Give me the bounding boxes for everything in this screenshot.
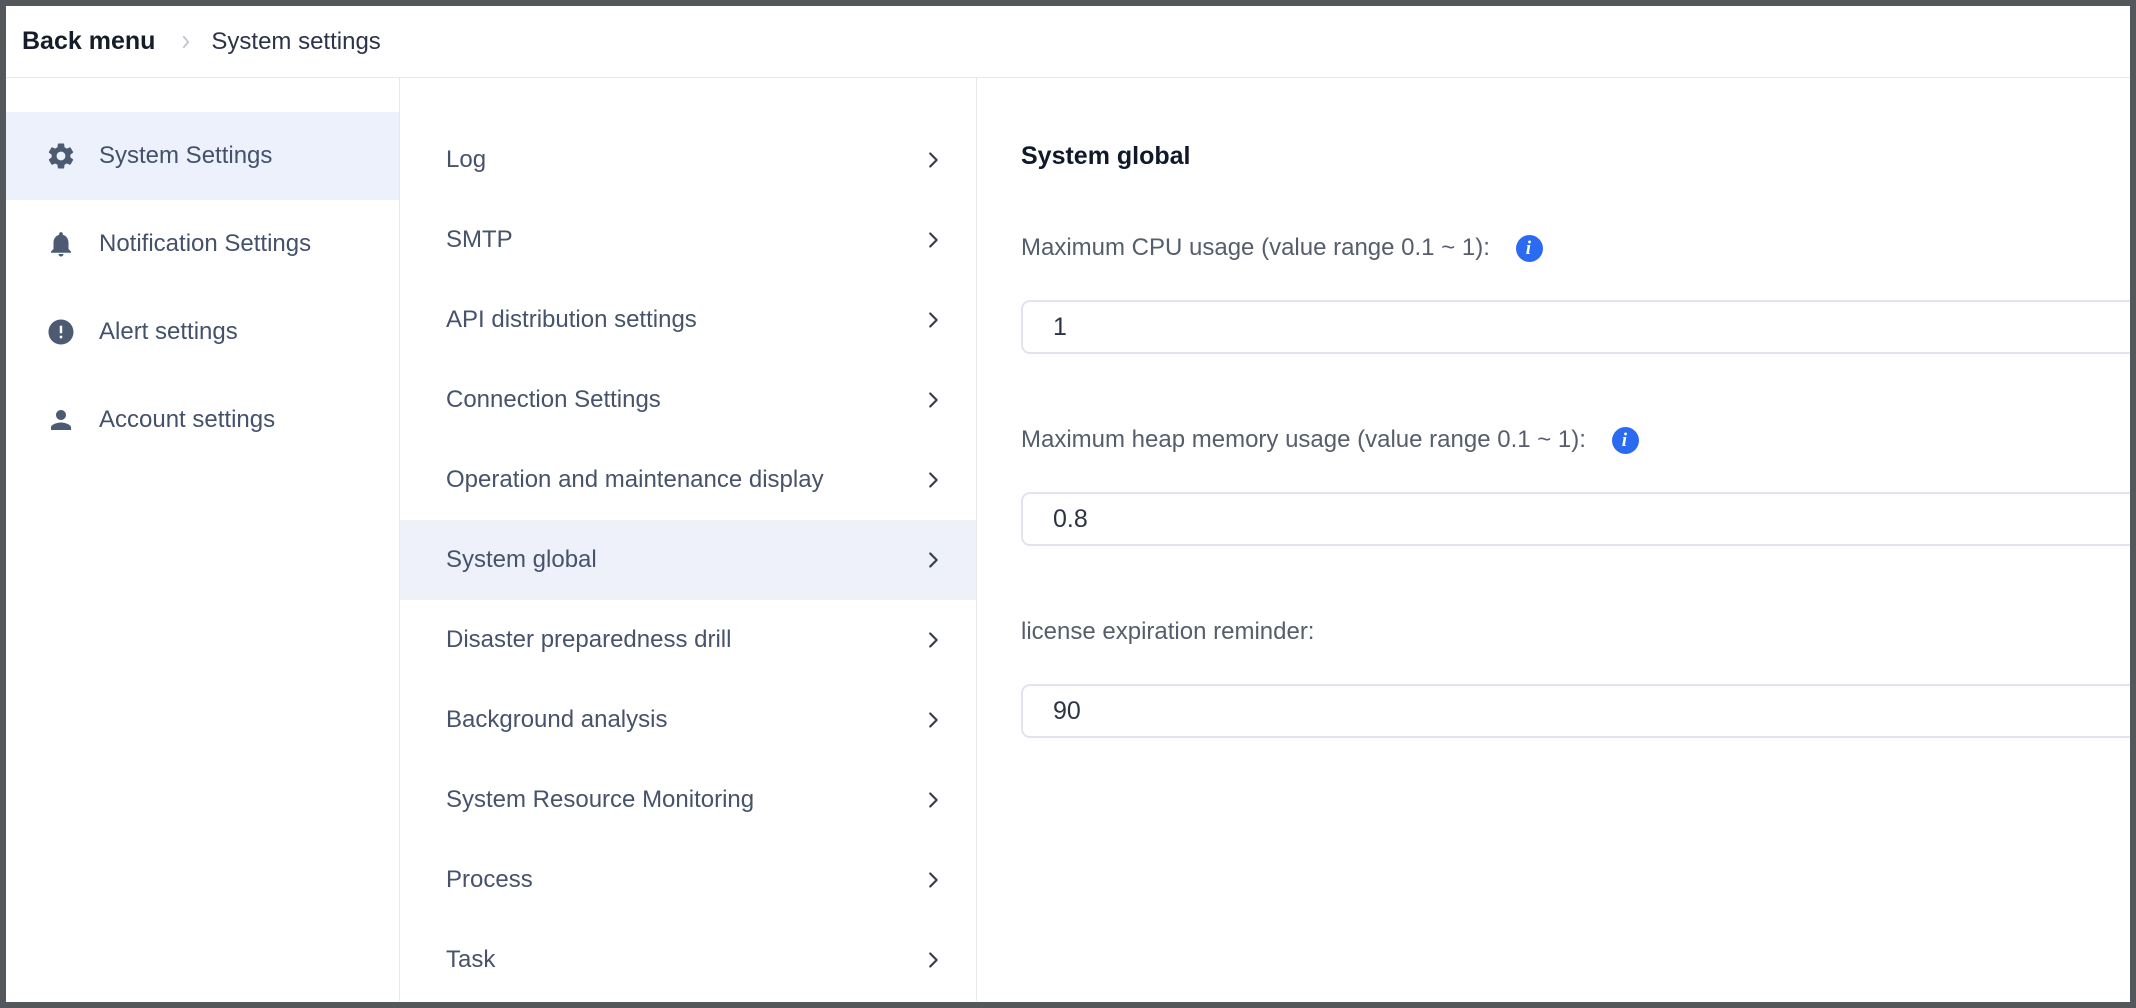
sidebar-item-account-settings[interactable]: Account settings <box>6 376 399 464</box>
submenu-item-system-resource-monitoring[interactable]: System Resource Monitoring <box>400 760 976 840</box>
chevron-right-icon <box>922 149 944 171</box>
submenu-item-connection-settings[interactable]: Connection Settings <box>400 360 976 440</box>
person-icon <box>46 405 76 435</box>
submenu-item-process[interactable]: Process <box>400 840 976 920</box>
sidebar-item-label: Alert settings <box>99 318 238 345</box>
chevron-right-icon <box>922 309 944 331</box>
submenu-item-label: System Resource Monitoring <box>446 786 755 813</box>
field-label: Maximum heap memory usage (value range 0… <box>1021 426 1586 453</box>
submenu-item-api-distribution-settings[interactable]: API distribution settings <box>400 280 976 360</box>
field-max-heap-memory-usage: Maximum heap memory usage (value range 0… <box>1021 426 2130 546</box>
chevron-right-icon <box>922 789 944 811</box>
chevron-right-icon <box>922 229 944 251</box>
submenu-item-label: Log <box>446 146 487 173</box>
submenu-item-smtp[interactable]: SMTP <box>400 200 976 280</box>
chevron-right-icon <box>922 629 944 651</box>
license-expiration-reminder-input[interactable] <box>1021 684 2130 738</box>
breadcrumb-current: System settings <box>211 27 381 55</box>
sidebar-item-notification-settings[interactable]: Notification Settings <box>6 200 399 288</box>
field-label: Maximum CPU usage (value range 0.1 ~ 1): <box>1021 234 1490 261</box>
submenu-item-label: Operation and maintenance display <box>446 466 824 493</box>
submenu-item-background-analysis[interactable]: Background analysis <box>400 680 976 760</box>
chevron-right-icon <box>922 389 944 411</box>
submenu-item-log[interactable]: Log <box>400 120 976 200</box>
chevron-right-icon <box>922 949 944 971</box>
submenu-item-label: Disaster preparedness drill <box>446 626 732 653</box>
max-cpu-usage-input[interactable] <box>1021 300 2130 354</box>
field-max-cpu-usage: Maximum CPU usage (value range 0.1 ~ 1): <box>1021 234 2130 354</box>
max-heap-memory-usage-input[interactable] <box>1021 492 2130 546</box>
breadcrumb: Back menu System settings <box>6 6 2130 78</box>
chevron-right-icon <box>922 469 944 491</box>
submenu-item-label: Task <box>446 946 496 973</box>
sidebar-item-label: Account settings <box>99 406 276 433</box>
info-icon[interactable] <box>1515 234 1543 262</box>
submenu-item-label: SMTP <box>446 226 513 253</box>
submenu-item-task[interactable]: Task <box>400 920 976 1000</box>
sidebar: System Settings Notification Settings Al… <box>6 78 399 1001</box>
page-title: System global <box>1021 142 1191 170</box>
sidebar-item-label: Notification Settings <box>99 230 312 257</box>
chevron-right-icon <box>177 33 195 51</box>
field-license-expiration-reminder: license expiration reminder: <box>1021 618 2130 738</box>
submenu-item-disaster-preparedness-drill[interactable]: Disaster preparedness drill <box>400 600 976 680</box>
submenu-item-operation-and-maintenance-display[interactable]: Operation and maintenance display <box>400 440 976 520</box>
bell-icon <box>46 229 76 259</box>
submenu-item-label: Process <box>446 866 533 893</box>
submenu-item-label: System global <box>446 546 597 573</box>
alert-circle-icon <box>46 317 76 347</box>
submenu-item-system-global[interactable]: System global <box>400 520 976 600</box>
field-label: license expiration reminder: <box>1021 618 1315 645</box>
submenu-item-label: Background analysis <box>446 706 668 733</box>
sidebar-item-system-settings[interactable]: System Settings <box>6 112 399 200</box>
submenu-item-label: API distribution settings <box>446 306 697 333</box>
gear-icon <box>46 141 76 171</box>
breadcrumb-back-menu[interactable]: Back menu <box>22 27 156 55</box>
settings-panel: System global Maximum CPU usage (value r… <box>977 78 2130 1001</box>
chevron-right-icon <box>922 869 944 891</box>
settings-submenu: Log SMTP API distribution settings Conne… <box>399 78 977 1001</box>
info-icon[interactable] <box>1611 426 1639 454</box>
chevron-right-icon <box>922 709 944 731</box>
main-area: System Settings Notification Settings Al… <box>6 78 2130 1001</box>
sidebar-item-alert-settings[interactable]: Alert settings <box>6 288 399 376</box>
submenu-item-label: Connection Settings <box>446 386 661 413</box>
sidebar-item-label: System Settings <box>99 142 273 169</box>
chevron-right-icon <box>922 549 944 571</box>
